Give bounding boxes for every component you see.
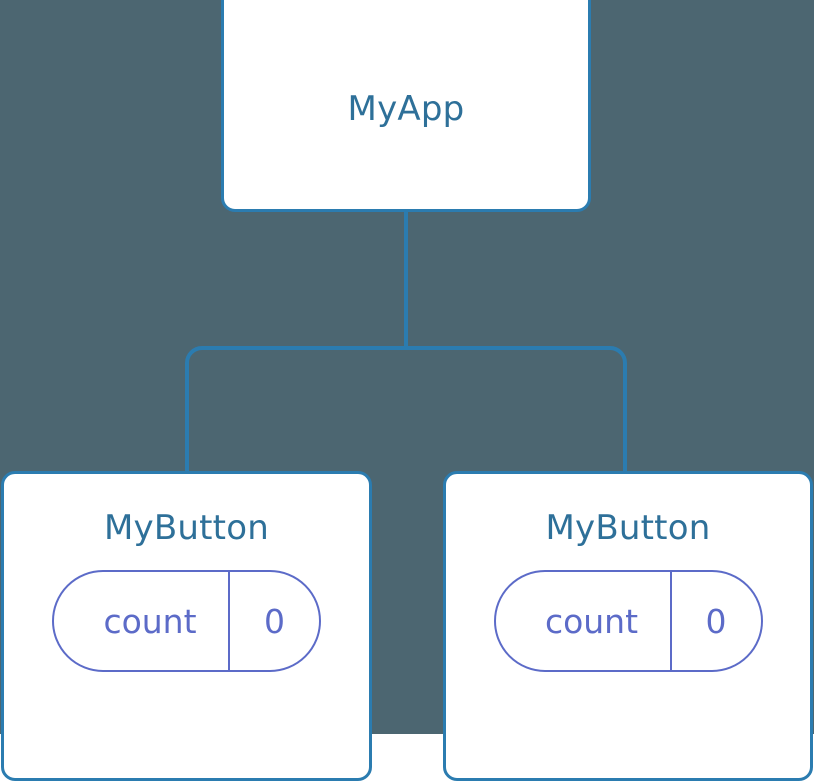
state-badge-count-1[interactable]: count 0 [52,570,321,673]
state-value-label-2: 0 [669,572,761,671]
node-mybutton-2[interactable]: MyButton count 0 [443,471,813,781]
node-mybutton-1-title: MyButton [104,508,269,548]
state-key-label-2: count [544,601,639,641]
node-myapp-title: MyApp [347,89,465,130]
node-mybutton-2-title: MyButton [545,508,711,548]
state-badge-count-2[interactable]: count 0 [493,570,763,673]
edge-root-to-right-child [406,346,627,471]
edge-root-to-left-child [185,346,406,471]
node-mybutton-1[interactable]: MyButton count 0 [1,471,372,781]
state-key-label-1: count [103,601,197,641]
state-value-label-1: 0 [228,572,319,671]
node-myapp[interactable]: MyApp [221,0,591,212]
